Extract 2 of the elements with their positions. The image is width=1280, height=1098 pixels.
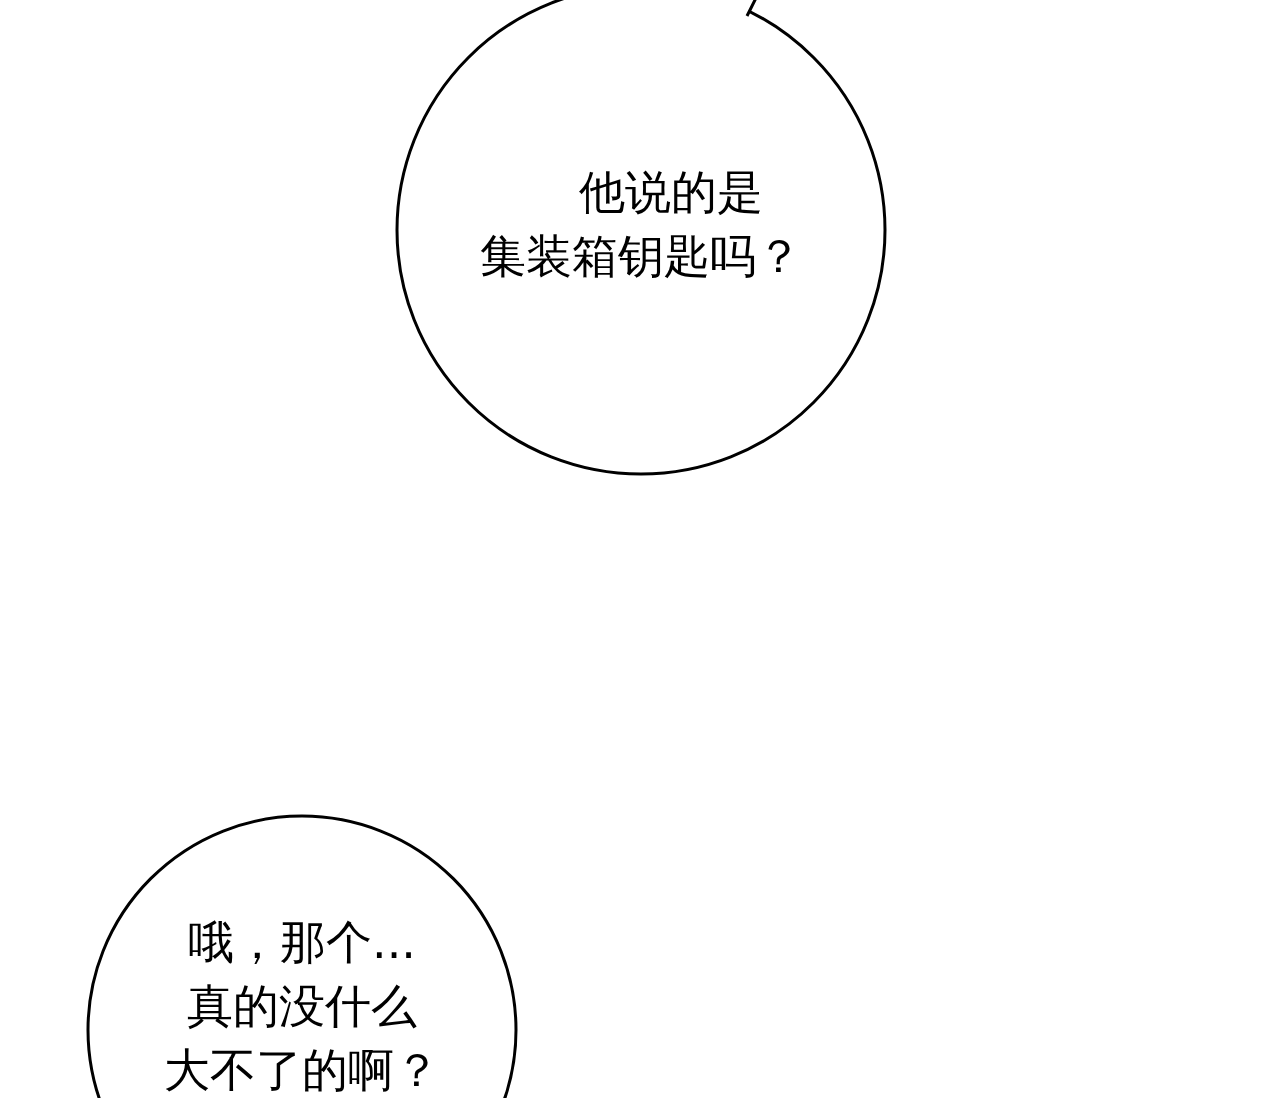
speech-text: 他说的是集装箱钥匙吗？ bbox=[480, 164, 802, 285]
speech-text: 哦，那个...真的没什么大不了的啊？ bbox=[164, 914, 440, 1098]
